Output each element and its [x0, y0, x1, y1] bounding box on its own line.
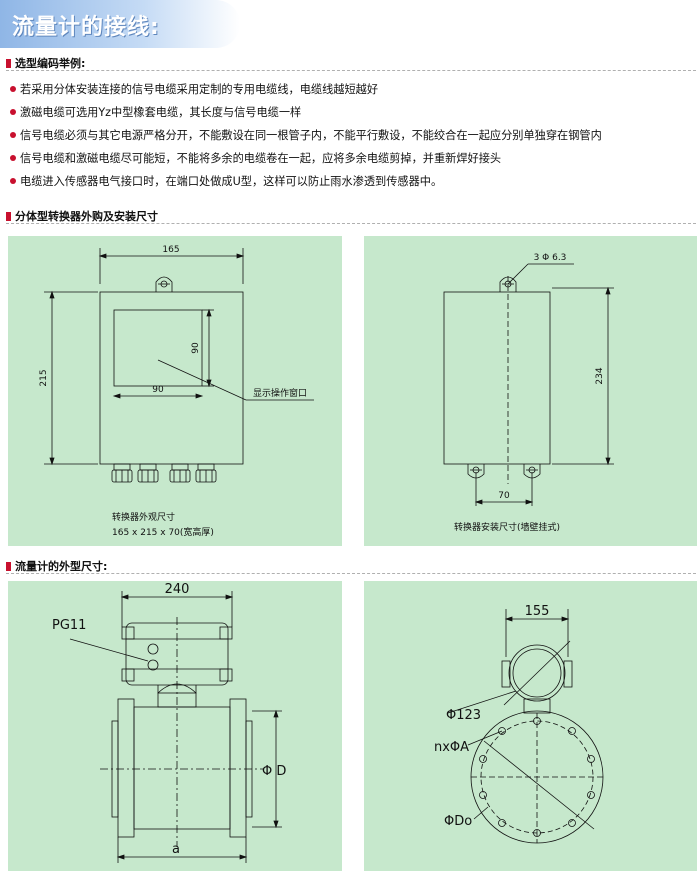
dim-spacing-label: 70 — [498, 491, 510, 501]
flange-diameter-label: ΦDo — [444, 814, 472, 829]
title-banner: 流量计的接线: — [0, 0, 700, 48]
title-banner-bar — [0, 0, 240, 48]
section-heading-text: 分体型转换器外购及安装尺寸 — [15, 210, 158, 223]
section-heading-meter: 流量计的外型尺寸: — [6, 558, 107, 574]
dim-height-label: 215 — [39, 369, 49, 386]
list-item: 信号电缆必须与其它电源严格分开，不能敷设在同一根管子内，不能平行敷设，不能绞合在… — [10, 124, 700, 147]
dim-height-label: 234 — [595, 367, 605, 384]
bullet-dot-icon — [10, 155, 16, 161]
drawing-subcaption: 165 x 215 x 70(宽高厚) — [112, 526, 214, 538]
dim-body-label: Φ123 — [446, 708, 481, 723]
dim-width-label: 240 — [165, 582, 190, 597]
dim-window-height-label: 90 — [191, 342, 201, 354]
list-item: 激磁电缆可选用Yz中型橡套电缆，其长度与信号电缆一样 — [10, 101, 700, 124]
list-item: 电缆进入传感器电气接口时，在端口处做成U型，这样可以防止雨水渗透到传感器中。 — [10, 170, 700, 193]
meter-front-view-drawing: 155 Φ123 nxΦA ΦDo — [364, 581, 697, 871]
dim-width-label: 165 — [162, 245, 179, 255]
list-item: 若采用分体安装连接的信号电缆采用定制的专用电缆线，电缆线越短越好 — [10, 78, 700, 101]
page-title: 流量计的接线: — [12, 15, 160, 40]
converter-outline-svg: 165 215 90 90 显示操作窗口 转换器外观尺寸 165 x 215 x… — [39, 245, 314, 538]
wiring-notes-list: 若采用分体安装连接的信号电缆采用定制的专用电缆线，电缆线越短越好 激磁电缆可选用… — [10, 78, 700, 193]
section-heading-converter: 分体型转换器外购及安装尺寸 — [6, 208, 158, 224]
section-divider — [6, 573, 696, 574]
dim-width-label: 155 — [525, 604, 550, 619]
bullet-dot-icon — [10, 132, 16, 138]
section-heading-wiring: 选型编码举例: — [6, 55, 85, 71]
section-heading-text: 选型编码举例: — [15, 57, 86, 70]
callout-label: 显示操作窗口 — [253, 387, 307, 399]
converter-mounting-drawing: 3 Φ 6.3 234 70 转换器安装尺寸(墙壁挂式) — [364, 236, 697, 546]
list-item: 信号电缆和激磁电缆尽可能短，不能将多余的电缆卷在一起，应将多余电缆剪掉，并重新焊… — [10, 147, 700, 170]
converter-mounting-svg: 3 Φ 6.3 234 70 转换器安装尺寸(墙壁挂式) — [443, 253, 614, 533]
section-marker-icon — [6, 59, 11, 68]
converter-outline-drawing: 165 215 90 90 显示操作窗口 转换器外观尺寸 165 x 215 x… — [8, 236, 342, 546]
section-marker-icon — [6, 562, 11, 571]
section-heading-text: 流量计的外型尺寸: — [15, 560, 108, 573]
section-divider — [6, 223, 696, 224]
meter-side-view-svg: 240 PG11 Φ D a — [52, 582, 286, 863]
bullet-dot-icon — [10, 178, 16, 184]
port-label: PG11 — [52, 618, 86, 633]
meter-side-view-drawing: 240 PG11 Φ D a — [8, 581, 342, 871]
meter-front-view-svg: 155 Φ123 nxΦA ΦDo — [434, 604, 604, 844]
drawing-caption: 转换器安装尺寸(墙壁挂式) — [454, 521, 560, 533]
hole-spec-label: 3 Φ 6.3 — [534, 253, 567, 263]
dim-window-width-label: 90 — [152, 385, 164, 395]
section-marker-icon — [6, 212, 11, 221]
bolt-holes-label: nxΦA — [434, 740, 469, 755]
bullet-dot-icon — [10, 109, 16, 115]
dim-length-label: a — [172, 842, 180, 857]
drawing-caption: 转换器外观尺寸 — [112, 511, 175, 523]
section-divider — [6, 70, 696, 71]
dim-diameter-label: Φ D — [262, 764, 286, 779]
bullet-dot-icon — [10, 86, 16, 92]
